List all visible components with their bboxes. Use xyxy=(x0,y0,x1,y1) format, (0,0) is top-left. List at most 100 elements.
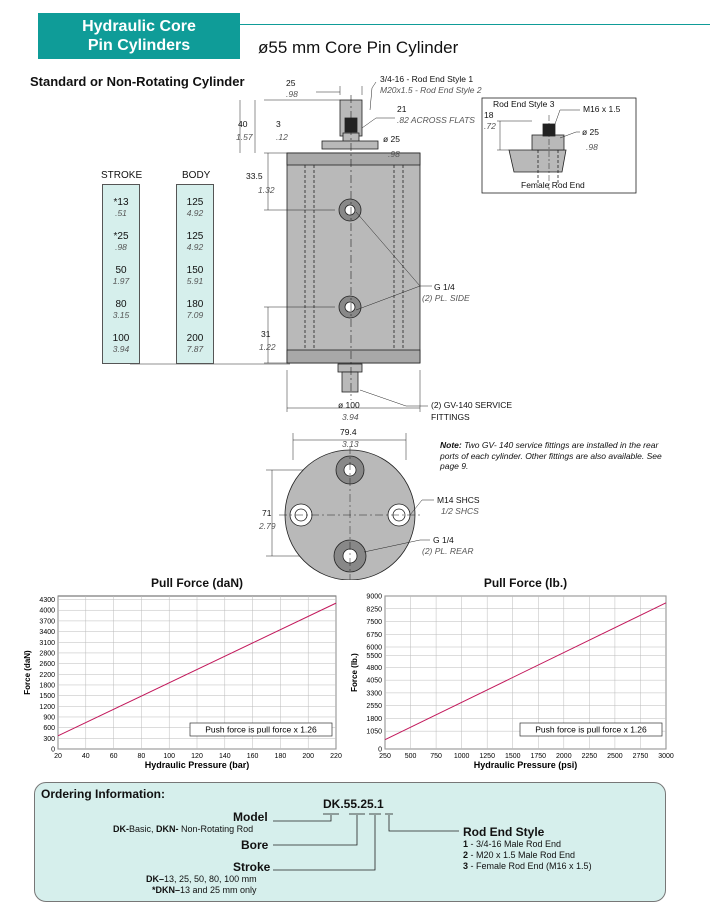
chart2-y-tick: 2550 xyxy=(366,703,382,710)
dim-33-5: 33.5 xyxy=(246,171,263,181)
inset-phi25-inch: .98 xyxy=(586,142,598,152)
shcs-label: M14 SHCS xyxy=(437,495,480,505)
body-inch: 5.91 xyxy=(186,276,204,286)
cylinder-drawing xyxy=(130,81,637,580)
note: Note: Two GV- 140 service fittings are i… xyxy=(440,440,670,472)
stroke-value: 50 xyxy=(115,265,127,276)
shcs-inch-label: 1/2 SHCS xyxy=(441,506,479,516)
chart2-y-tick: 1800 xyxy=(366,716,382,723)
stroke-inch: .51 xyxy=(115,208,127,218)
stroke-value: 100 xyxy=(112,333,130,344)
chart2-x-tick: 500 xyxy=(405,753,417,760)
body-value: 125 xyxy=(186,197,204,208)
rear-port-qty-label: (2) PL. REAR xyxy=(422,546,474,556)
bore-label: Bore xyxy=(241,838,269,852)
stroke-label: Stroke xyxy=(233,860,271,874)
chart2-title: Pull Force (lb.) xyxy=(483,576,568,590)
chart2-y-tick: 5500 xyxy=(366,653,382,660)
chart2-y-tick: 7500 xyxy=(366,619,382,626)
chart2-x-tick: 2750 xyxy=(633,753,649,760)
chart1-annotation-box xyxy=(189,722,333,737)
body-value: 180 xyxy=(186,299,204,310)
stroke-value: *25 xyxy=(113,231,129,242)
chart1-y-tick: 2600 xyxy=(39,661,55,668)
body-inch: 4.92 xyxy=(186,242,204,252)
section-tag-line2: Pin Cylinders xyxy=(87,37,191,54)
chart1-y-tick: 3700 xyxy=(39,618,55,625)
model-desc: DK-Basic, DKN- Non-Rotating Rod xyxy=(113,824,254,834)
section-tag: Hydraulic Core Pin Cylinders xyxy=(38,13,240,59)
chart2-force-line xyxy=(384,602,667,741)
chart2-y-label: Force (lb.) xyxy=(350,653,359,692)
chart1-y-tick: 900 xyxy=(43,714,55,721)
port-label: G 1/4 xyxy=(434,282,455,292)
body-value: 200 xyxy=(186,333,204,344)
cylinder-body xyxy=(286,152,421,364)
chart1-force-line xyxy=(57,602,337,737)
chart1-y-tick: 1500 xyxy=(39,693,55,700)
chart1-x-tick: 20 xyxy=(54,753,62,760)
rod-style-2-label: M20x1.5 - Rod End Style 2 xyxy=(380,85,482,95)
chart2-x-tick: 3000 xyxy=(658,753,674,760)
chart1-x-tick: 220 xyxy=(330,753,342,760)
chart2-x-tick: 2250 xyxy=(582,753,598,760)
chart2-x-tick: 250 xyxy=(379,753,391,760)
chart1-y-tick: 300 xyxy=(43,736,55,743)
chart2-annotation: Push force is pull force x 1.26 xyxy=(535,725,647,735)
rod-end-item: 2 - M20 x 1.5 Male Rod End xyxy=(463,850,576,860)
inset-phi25: ø 25 xyxy=(582,127,600,137)
stroke-inch: .98 xyxy=(115,242,127,252)
chart2-y-tick: 4050 xyxy=(366,678,382,685)
rear-port-label: G 1/4 xyxy=(433,535,454,545)
rod-end-item: 3 - Female Rod End (M16 x 1.5) xyxy=(463,861,592,871)
chart1-x-tick: 120 xyxy=(191,753,203,760)
dim-21-inch: .82 ACROSS FLATS xyxy=(397,115,475,125)
stroke-header: STROKE xyxy=(101,170,143,181)
chart1-y-tick: 3400 xyxy=(39,629,55,636)
ordering-leaders xyxy=(273,813,459,871)
stroke-inch: 3.15 xyxy=(112,310,130,320)
dim-21: 21 xyxy=(397,104,407,114)
dim-25: 25 xyxy=(286,78,296,88)
model-label: Model xyxy=(233,810,268,824)
chart1-title: Pull Force (daN) xyxy=(150,576,243,590)
chart2-x-tick: 1750 xyxy=(530,753,546,760)
dim-31: 31 xyxy=(261,329,271,339)
dim-3: 3 xyxy=(276,119,281,129)
stroke-desc-dkn: *DKN–13 and 25 mm only xyxy=(152,885,257,895)
chart2-y-tick: 9000 xyxy=(366,594,382,601)
chart1-x-tick: 60 xyxy=(110,753,118,760)
chart1-x-tick: 100 xyxy=(163,753,175,760)
chart1-y-tick: 4000 xyxy=(39,608,55,615)
dim-40-inch: 1.57 xyxy=(236,132,253,142)
chart2-annotation-box xyxy=(519,722,663,737)
chart2-x-tick: 1500 xyxy=(505,753,521,760)
chart2-y-tick: 6750 xyxy=(366,632,382,639)
note-label: Note: xyxy=(440,440,462,450)
header-rule xyxy=(240,24,710,25)
stroke-inch: 3.94 xyxy=(112,344,130,354)
stroke-inch: 1.97 xyxy=(112,276,130,286)
chart1-x-tick: 200 xyxy=(302,753,314,760)
body-value: 150 xyxy=(186,265,204,276)
chart1-x-tick: 40 xyxy=(82,753,90,760)
dim-40: 40 xyxy=(238,119,248,129)
chart1-y-tick: 600 xyxy=(43,725,55,732)
chart1-x-tick: 140 xyxy=(219,753,231,760)
order-code: DK.55.25.1 xyxy=(323,797,384,811)
chart2-y-tick: 1050 xyxy=(366,729,382,736)
rear-fitting xyxy=(341,371,359,393)
inset-dim-18-inch: .72 xyxy=(484,121,496,131)
chart2-y-tick: 6000 xyxy=(366,645,382,652)
body-inch: 7.09 xyxy=(186,310,204,320)
gv-fittings-label-1: (2) GV-140 SERVICE xyxy=(431,400,513,410)
inset-dim-18: 18 xyxy=(484,110,494,120)
dim-79-4: 79.4 xyxy=(340,427,357,437)
dim-phi25-inch: .98 xyxy=(388,149,400,159)
chart1-y-tick: 0 xyxy=(51,747,55,754)
dim-25-inch: .98 xyxy=(286,89,298,99)
chart1-x-tick: 80 xyxy=(138,753,146,760)
section-tag-line1: Hydraulic Core xyxy=(82,18,196,35)
